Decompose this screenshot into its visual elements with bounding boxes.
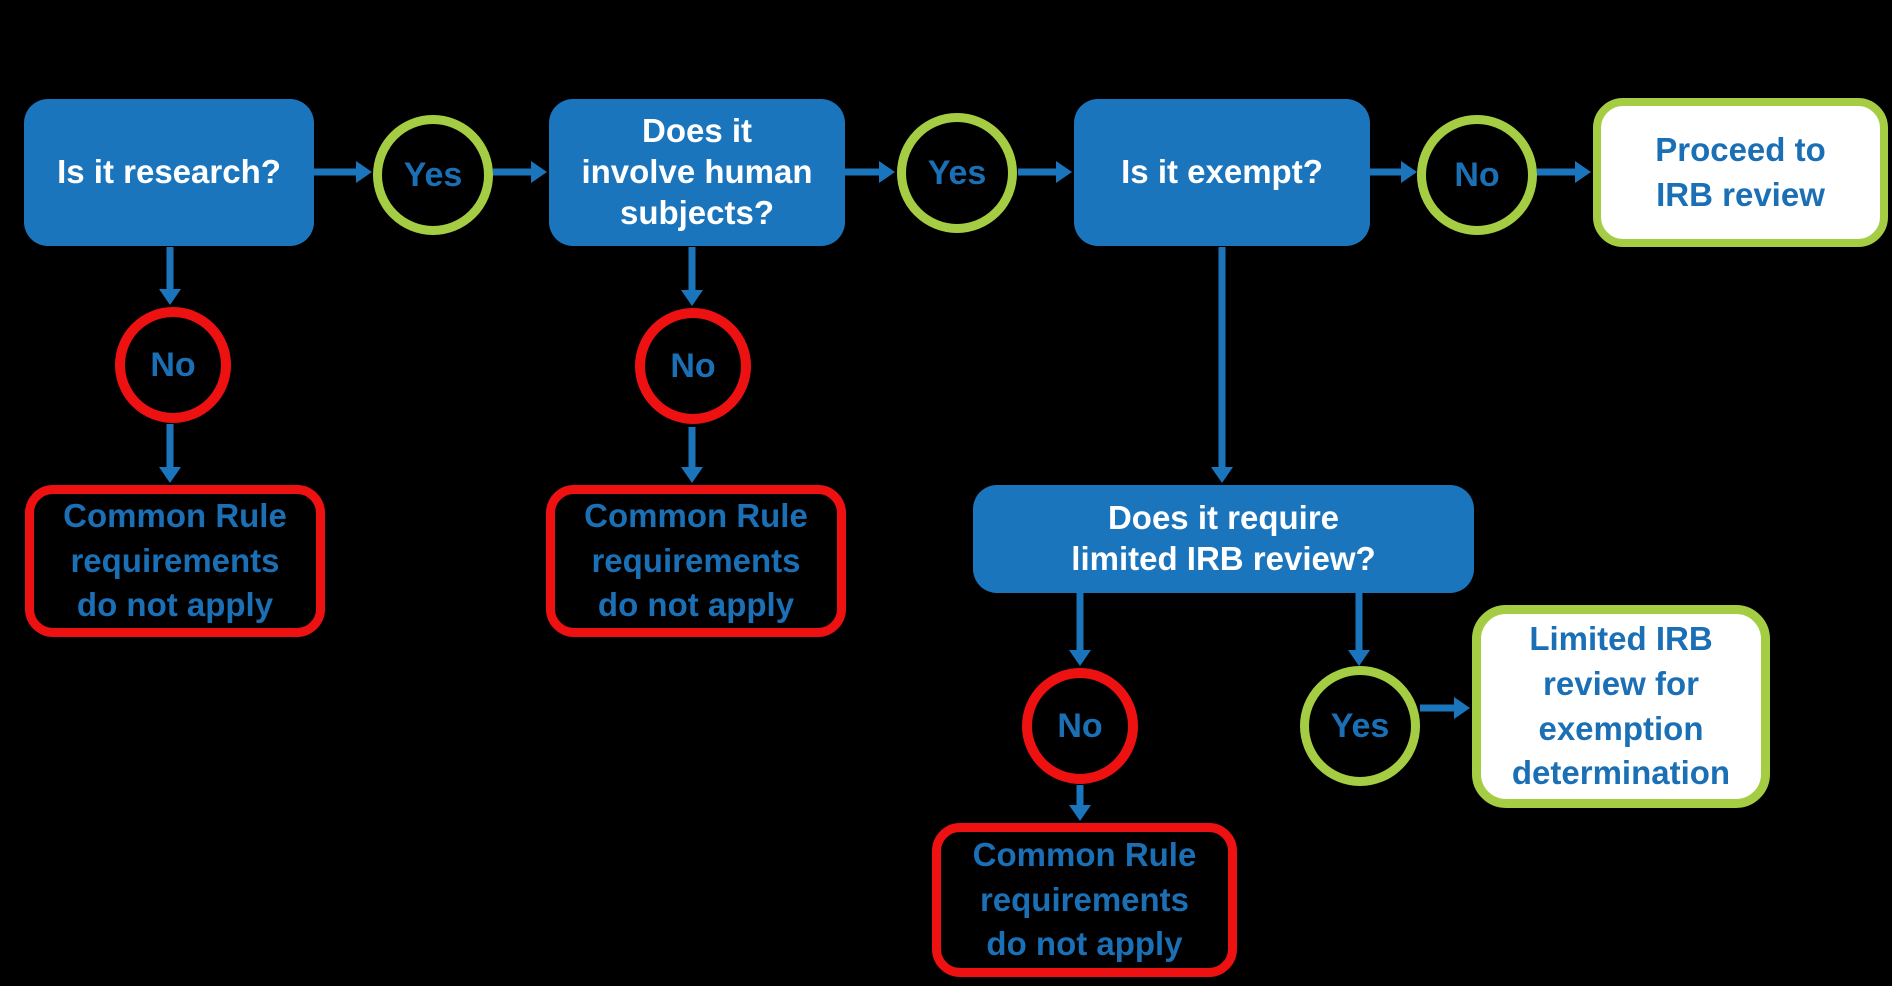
arrow-research-to-no1 [159, 247, 181, 305]
arrow-shaft [845, 168, 882, 176]
arrow-shaft [1537, 168, 1578, 176]
arrow-shaft [1420, 704, 1457, 712]
outcome-common-rule-1: Common Rule requirements do not apply [25, 485, 325, 637]
arrow-head-right-icon [531, 161, 547, 183]
arrow-human-subjects-to-no2 [681, 247, 703, 306]
arrow-shaft [166, 424, 174, 470]
arrow-human-subjects-to-yes2 [845, 161, 895, 183]
outcome-common-rule-3-label: Common Rule requirements do not apply [972, 835, 1197, 963]
outcome-common-rule-3: Common Rule requirements do not apply [932, 823, 1237, 977]
arrow-shaft [314, 168, 359, 176]
no-circle-3-label: No [1057, 706, 1103, 745]
no-circle-2: No [635, 308, 751, 424]
yes-circle-3-label: Yes [1330, 706, 1390, 745]
arrow-no-green-to-proceed [1537, 161, 1591, 183]
yes-circle-3: Yes [1300, 666, 1420, 786]
arrow-shaft [1076, 593, 1084, 653]
outcome-common-rule-2-label: Common Rule requirements do not apply [584, 496, 808, 624]
no-circle-1: No [115, 307, 231, 423]
yes-circle-2-label: Yes [927, 153, 987, 192]
yes-circle-2: Yes [897, 113, 1017, 233]
no-circle-green: No [1417, 115, 1537, 235]
no-circle-2-label: No [670, 346, 716, 385]
arrow-shaft [1370, 168, 1404, 176]
outcome-limited-irb-review: Limited IRB review for exemption determi… [1472, 605, 1770, 808]
arrow-head-right-icon [356, 161, 372, 183]
arrow-yes3-to-limited-irb [1420, 697, 1470, 719]
arrow-shaft [1218, 247, 1226, 470]
question-box-limited-irb-review: Does it require limited IRB review? [973, 485, 1474, 593]
arrow-head-down-icon [681, 467, 703, 483]
outcome-common-rule-2: Common Rule requirements do not apply [546, 485, 846, 637]
arrow-no2-to-common-rule-2 [681, 427, 703, 483]
arrow-head-down-icon [681, 290, 703, 306]
arrow-shaft [1018, 168, 1059, 176]
arrow-shaft [1076, 785, 1084, 808]
question-box-human-subjects: Does it involve human subjects? [549, 99, 845, 246]
arrow-no1-to-common-rule-1 [159, 424, 181, 483]
question-limited-irb-review-label: Does it require limited IRB review? [1071, 499, 1376, 577]
outcome-common-rule-1-label: Common Rule requirements do not apply [63, 496, 287, 624]
arrow-shaft [493, 168, 534, 176]
outcome-proceed-irb-review-label: Proceed to IRB review [1655, 130, 1826, 213]
arrow-shaft [688, 427, 696, 470]
outcome-proceed-irb-review: Proceed to IRB review [1593, 98, 1888, 247]
arrow-head-down-icon [1069, 650, 1091, 666]
arrow-exempt-to-limited-review-question [1211, 247, 1233, 483]
question-human-subjects-label: Does it involve human subjects? [581, 112, 813, 231]
question-is-it-exempt-label: Is it exempt? [1121, 153, 1323, 191]
arrow-shaft [688, 247, 696, 293]
arrow-research-to-yes1 [314, 161, 372, 183]
outcome-limited-irb-review-label: Limited IRB review for exemption determi… [1511, 619, 1731, 792]
yes-circle-1-label: Yes [403, 155, 463, 194]
arrow-head-down-icon [159, 289, 181, 305]
arrow-head-right-icon [1454, 697, 1470, 719]
question-box-is-it-exempt: Is it exempt? [1074, 99, 1370, 246]
arrow-head-right-icon [1401, 161, 1417, 183]
arrow-yes2-to-exempt [1018, 161, 1072, 183]
no-circle-1-label: No [150, 345, 196, 384]
arrow-head-down-icon [159, 467, 181, 483]
arrow-exempt-to-no-green [1370, 161, 1417, 183]
arrow-head-right-icon [1575, 161, 1591, 183]
arrow-shaft [166, 247, 174, 292]
arrow-shaft [1355, 593, 1363, 653]
arrow-head-right-icon [879, 161, 895, 183]
arrow-yes1-to-human-subjects [493, 161, 547, 183]
arrow-no3-to-common-rule-3 [1069, 785, 1091, 821]
question-is-it-research-label: Is it research? [57, 153, 281, 191]
arrow-limited-review-to-no3 [1069, 593, 1091, 666]
no-circle-3: No [1022, 668, 1138, 784]
question-box-is-it-research: Is it research? [24, 99, 314, 246]
no-circle-green-label: No [1454, 155, 1500, 194]
arrow-head-down-icon [1211, 467, 1233, 483]
arrow-head-right-icon [1056, 161, 1072, 183]
yes-circle-1: Yes [373, 115, 493, 235]
arrow-limited-review-to-yes3 [1348, 593, 1370, 666]
arrow-head-down-icon [1348, 650, 1370, 666]
arrow-head-down-icon [1069, 805, 1091, 821]
